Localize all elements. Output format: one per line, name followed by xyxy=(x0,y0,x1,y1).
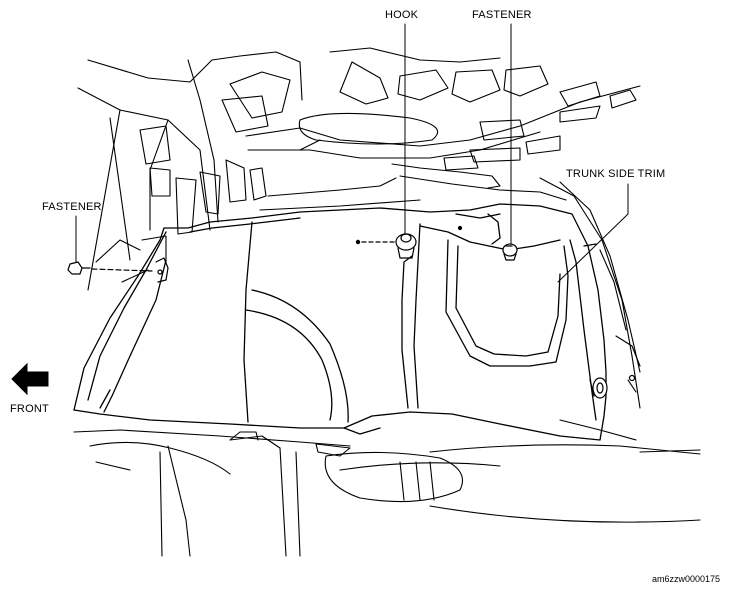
fastener-left-part xyxy=(68,258,168,282)
trunk-side-trim-label: TRUNK SIDE TRIM xyxy=(566,168,666,180)
front-label: FRONT xyxy=(10,403,49,415)
hook-part xyxy=(356,234,416,258)
hook-label: HOOK xyxy=(385,9,419,21)
fastener-top-part xyxy=(459,227,518,261)
trunk-floor xyxy=(74,430,700,556)
fastener-left-label: FASTENER xyxy=(42,201,102,213)
right-body-panel xyxy=(540,178,640,440)
fastener-top-label: FASTENER xyxy=(472,9,532,21)
right-clip-part xyxy=(590,376,635,399)
rear-body-structure xyxy=(78,48,640,290)
leader-lines xyxy=(76,24,628,282)
figure-code: am6zzw0000175 xyxy=(652,574,721,584)
trunk-side-trim-panel xyxy=(74,204,606,440)
left-arrow-icon xyxy=(12,364,48,394)
